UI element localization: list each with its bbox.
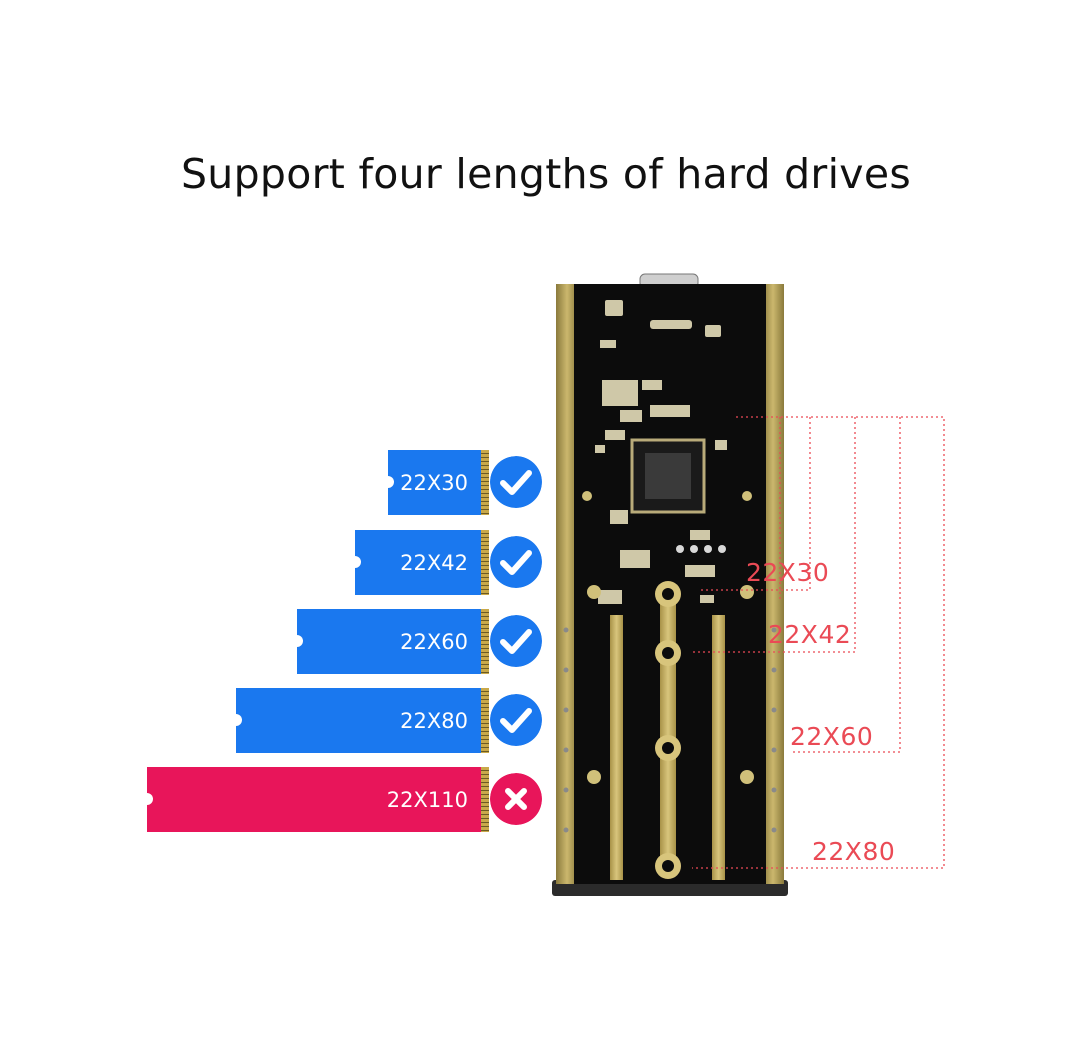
gold-fingers bbox=[481, 688, 489, 753]
gold-fingers bbox=[481, 450, 489, 515]
enclosure-board bbox=[552, 273, 788, 896]
drive-label: 22X42 bbox=[400, 550, 468, 575]
drive-label: 22X80 bbox=[400, 708, 468, 733]
drive-22x30: 22X30 bbox=[382, 450, 482, 515]
gold-fingers bbox=[481, 609, 489, 674]
drive-22x80: 22X80 bbox=[230, 688, 482, 753]
drive-notch bbox=[382, 476, 394, 488]
drive-label: 22X110 bbox=[386, 787, 468, 812]
length-marker-22x80: 22X80 bbox=[812, 837, 896, 866]
drive-notch bbox=[291, 635, 303, 647]
gold-fingers bbox=[481, 530, 489, 595]
drive-notch bbox=[141, 793, 153, 805]
check-circle-icon bbox=[490, 694, 542, 746]
drive-22x110: 22X110 bbox=[141, 767, 482, 832]
drive-label: 22X60 bbox=[400, 629, 468, 654]
drive-22x42: 22X42 bbox=[349, 530, 482, 595]
length-marker-22x30: 22X30 bbox=[746, 558, 830, 587]
check-circle-icon bbox=[490, 536, 542, 588]
drive-22x60: 22X60 bbox=[291, 609, 482, 674]
check-circle-icon bbox=[490, 615, 542, 667]
length-marker-22x60: 22X60 bbox=[790, 722, 874, 751]
x-circle-icon bbox=[490, 773, 542, 825]
drive-label: 22X30 bbox=[400, 470, 468, 495]
length-marker-22x42: 22X42 bbox=[768, 620, 852, 649]
check-circle-icon bbox=[490, 456, 542, 508]
drive-notch bbox=[349, 556, 361, 568]
page-title: Support four lengths of hard drives bbox=[180, 150, 912, 198]
drive-notch bbox=[230, 714, 242, 726]
gold-fingers bbox=[481, 767, 489, 832]
